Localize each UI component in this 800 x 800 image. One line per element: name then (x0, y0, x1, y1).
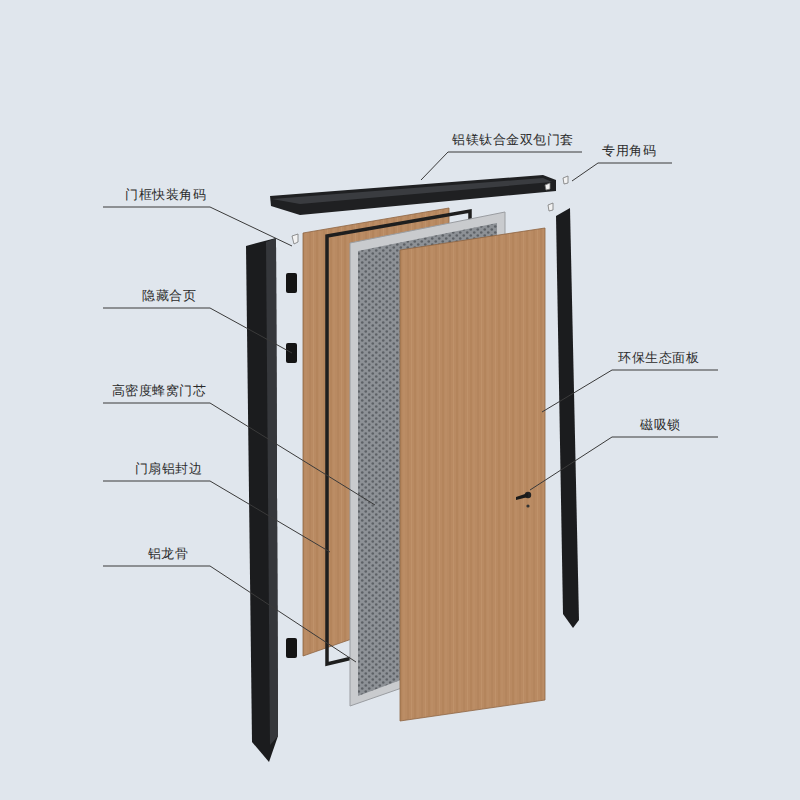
handle-lever (516, 493, 528, 500)
leader-line (103, 403, 375, 505)
part-label: 专用角码 (602, 143, 656, 159)
jamb-shade (266, 238, 278, 745)
leader-line (103, 207, 292, 246)
leader-line (530, 437, 718, 490)
front-panel (400, 228, 545, 721)
leader-lines (103, 152, 718, 662)
part-label: 门框快装角码 (125, 187, 206, 203)
part-label: 门扇铝封边 (135, 461, 203, 477)
part-label: 磁吸锁 (640, 417, 681, 433)
leader-line (572, 163, 672, 181)
corner-code (545, 183, 550, 190)
part-label: 铝龙骨 (148, 546, 189, 562)
leader-line (103, 481, 330, 552)
leader-line (103, 308, 292, 353)
casing-highlight (272, 178, 552, 204)
corner-code (548, 203, 553, 211)
part-label: 隐藏合页 (142, 288, 196, 304)
part-label: 环保生态面板 (618, 350, 699, 366)
hinge (286, 273, 297, 293)
part-label: 铝镁钛合金双包门套 (452, 132, 574, 148)
door-jamb-right (556, 208, 579, 628)
leader-line (103, 566, 356, 662)
leader-line (421, 152, 582, 180)
door-jamb-left (246, 238, 278, 762)
leader-line (542, 370, 718, 412)
hinge (286, 638, 297, 658)
keyhole (526, 504, 529, 507)
part-label: 高密度蜂窝门芯 (112, 383, 207, 399)
corner-code (292, 234, 298, 244)
door-casing-top (270, 175, 556, 215)
corner-code (563, 176, 568, 184)
